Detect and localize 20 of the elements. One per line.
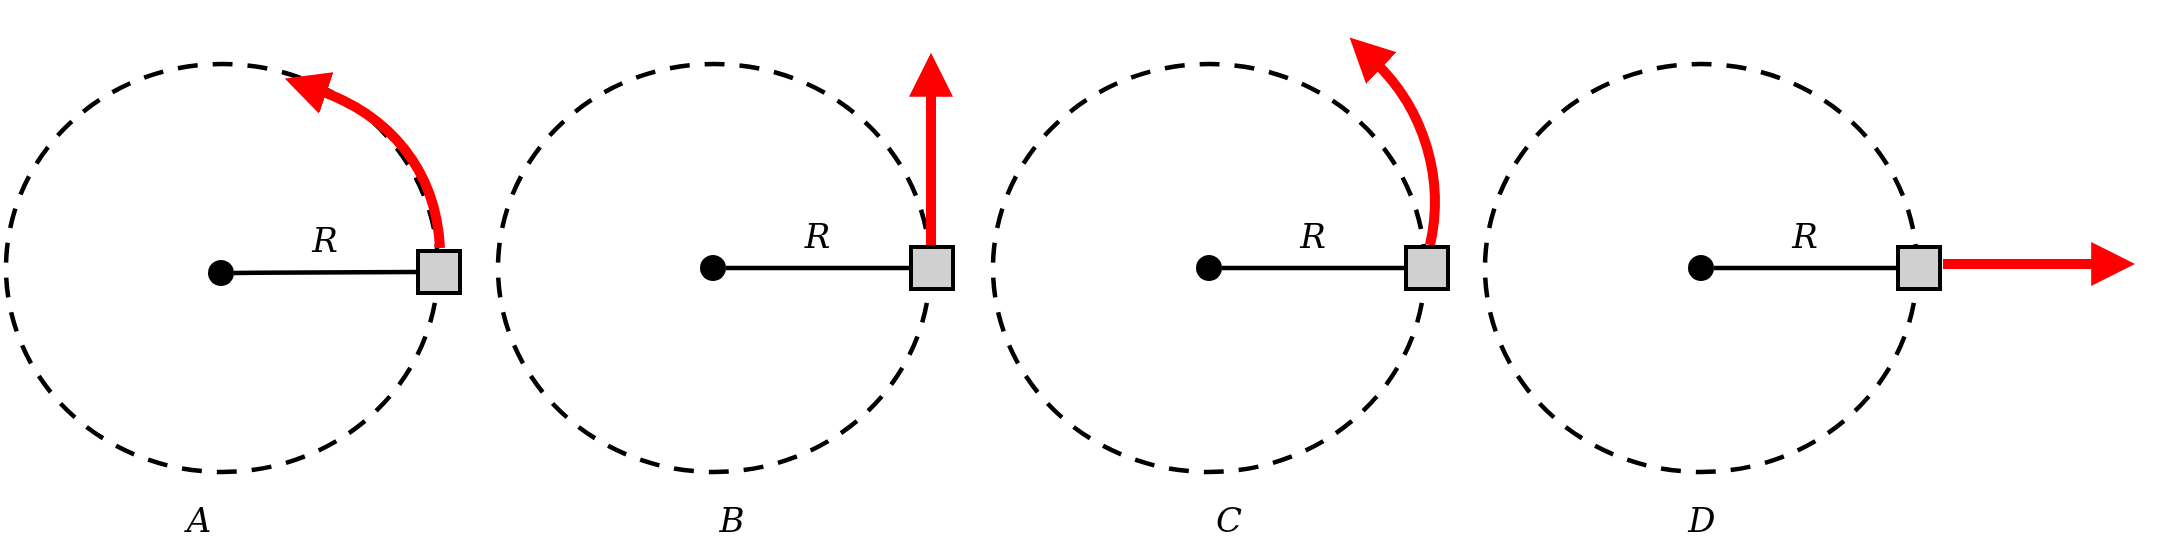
panel-label: C [1216,503,1242,537]
radius-line [1222,265,1404,271]
block [1404,245,1450,291]
center-dot [208,260,234,286]
radius-label: R [1792,219,1818,253]
block [909,245,955,291]
panel-label: A [186,503,212,537]
center-dot [700,255,726,281]
panel-label: D [1688,503,1716,537]
radius-line [726,265,909,271]
panel-label: B [719,503,745,537]
radius-label: R [804,219,831,253]
radius-line [234,269,416,276]
block [1896,245,1942,291]
radius-line [1714,265,1896,271]
center-dot [1196,255,1222,281]
radius-label: R [1300,219,1326,253]
center-dot [1688,255,1714,281]
radius-label: R [312,223,338,258]
block [416,249,462,295]
